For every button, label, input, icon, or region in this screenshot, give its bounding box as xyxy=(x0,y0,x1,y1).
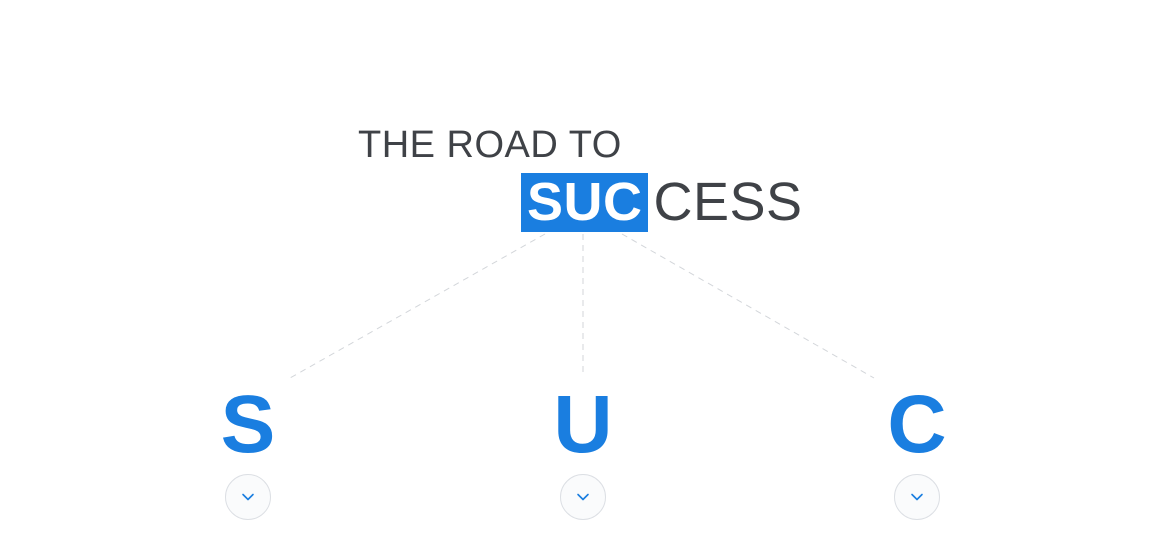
chevron-down-icon xyxy=(911,493,923,501)
connector-line-c xyxy=(621,233,875,379)
letter-u: U xyxy=(553,379,613,470)
heading-highlight: SUC xyxy=(521,173,648,232)
letter-column-s: S xyxy=(188,380,308,520)
chevron-down-icon xyxy=(577,493,589,501)
expand-s-button[interactable] xyxy=(225,474,271,520)
chevron-down-icon xyxy=(242,493,254,501)
heading-rest: CESS xyxy=(653,172,803,232)
expand-u-button[interactable] xyxy=(560,474,606,520)
connector-line-s xyxy=(289,233,546,379)
heading-line-1: THE ROAD TO xyxy=(358,124,622,166)
expand-c-button[interactable] xyxy=(894,474,940,520)
heading-line-2: SUC CESS xyxy=(521,173,803,232)
letter-s: S xyxy=(220,379,276,470)
letter-column-u: U xyxy=(523,380,643,520)
letter-c: C xyxy=(887,379,947,470)
letter-column-c: C xyxy=(857,380,977,520)
